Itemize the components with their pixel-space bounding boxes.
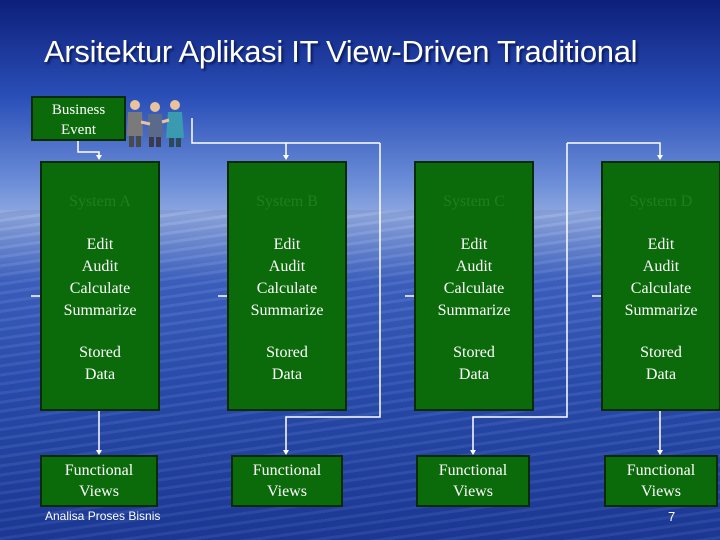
functional-views-a-line2: Views: [79, 483, 119, 500]
system-c-stored-line1: Stored: [453, 344, 495, 361]
business-people-icon: [127, 100, 184, 147]
system-d-op-edit: Edit: [647, 236, 675, 253]
functional-views-c-line1: Functional: [438, 462, 508, 479]
functional-views-b-line2: Views: [267, 483, 307, 500]
system-c-op-summarize: Summarize: [437, 302, 511, 319]
system-c-op-audit: Audit: [455, 258, 493, 275]
system-c-op-calculate: Calculate: [443, 280, 505, 297]
system-b-op-audit: Audit: [268, 258, 306, 275]
system-d-op-summarize: Summarize: [624, 302, 698, 319]
system-b-operations: Edit Audit Calculate Summarize: [229, 234, 345, 322]
system-d-operations: Edit Audit Calculate Summarize: [603, 234, 719, 322]
system-c-op-edit: Edit: [460, 236, 488, 253]
functional-views-a-line1: Functional: [64, 462, 134, 479]
system-b-name: System B: [256, 193, 318, 210]
system-b-box: System B Edit Audit Calculate Summarize …: [227, 161, 347, 411]
system-c-name: System C: [443, 193, 505, 210]
system-b-op-summarize: Summarize: [250, 302, 324, 319]
functional-views-a: Functional Views: [40, 455, 158, 507]
system-d-name: System D: [629, 193, 693, 210]
system-d-op-calculate: Calculate: [630, 280, 692, 297]
system-a-stored-line2: Data: [84, 366, 116, 383]
system-a-stored-line1: Stored: [79, 344, 121, 361]
system-a-op-edit: Edit: [86, 236, 114, 253]
connector-event-to-a: [77, 141, 100, 158]
system-b-op-calculate: Calculate: [256, 280, 318, 297]
system-b-stored-line2: Data: [271, 366, 303, 383]
functional-views-b-line1: Functional: [252, 462, 322, 479]
system-d-box: System D Edit Audit Calculate Summarize …: [601, 161, 720, 411]
footer-text: Analisa Proses Bisnis: [45, 509, 161, 523]
functional-views-c: Functional Views: [416, 455, 530, 507]
functional-views-b: Functional Views: [231, 455, 343, 507]
functional-views-d-line1: Functional: [626, 462, 696, 479]
system-a-name: System A: [69, 193, 131, 210]
functional-views-c-line2: Views: [453, 483, 493, 500]
system-c-operations: Edit Audit Calculate Summarize: [416, 234, 532, 322]
system-a-op-calculate: Calculate: [69, 280, 131, 297]
arrow-head-a: [96, 155, 102, 160]
connector-top-d-right: [567, 142, 661, 158]
system-b-stored-line1: Stored: [266, 344, 308, 361]
system-b-stored-data: Stored Data: [229, 342, 345, 386]
system-c-box: System C Edit Audit Calculate Summarize …: [414, 161, 534, 411]
business-event-box: Business Event: [31, 96, 126, 141]
connector-top-b: [191, 118, 287, 158]
functional-views-d-line2: Views: [641, 483, 681, 500]
business-event-line1: Business: [51, 102, 106, 118]
arrow-head-b: [283, 155, 289, 160]
system-d-stored-line1: Stored: [640, 344, 682, 361]
system-a-op-audit: Audit: [81, 258, 119, 275]
business-event-line2: Event: [61, 122, 96, 138]
system-d-op-audit: Audit: [642, 258, 680, 275]
functional-views-d: Functional Views: [604, 455, 718, 507]
system-c-stored-data: Stored Data: [416, 342, 532, 386]
system-a-box: System A Edit Audit Calculate Summarize …: [40, 161, 160, 411]
system-b-op-edit: Edit: [273, 236, 301, 253]
arrow-head-d: [657, 155, 663, 160]
system-d-stored-line2: Data: [645, 366, 677, 383]
system-c-stored-line2: Data: [458, 366, 490, 383]
system-a-op-summarize: Summarize: [63, 302, 137, 319]
slide-title: Arsitektur Aplikasi IT View-Driven Tradi…: [44, 34, 638, 69]
system-d-stored-data: Stored Data: [603, 342, 719, 386]
page-number: 7: [668, 509, 676, 524]
system-a-stored-data: Stored Data: [42, 342, 158, 386]
system-a-operations: Edit Audit Calculate Summarize: [42, 234, 158, 322]
